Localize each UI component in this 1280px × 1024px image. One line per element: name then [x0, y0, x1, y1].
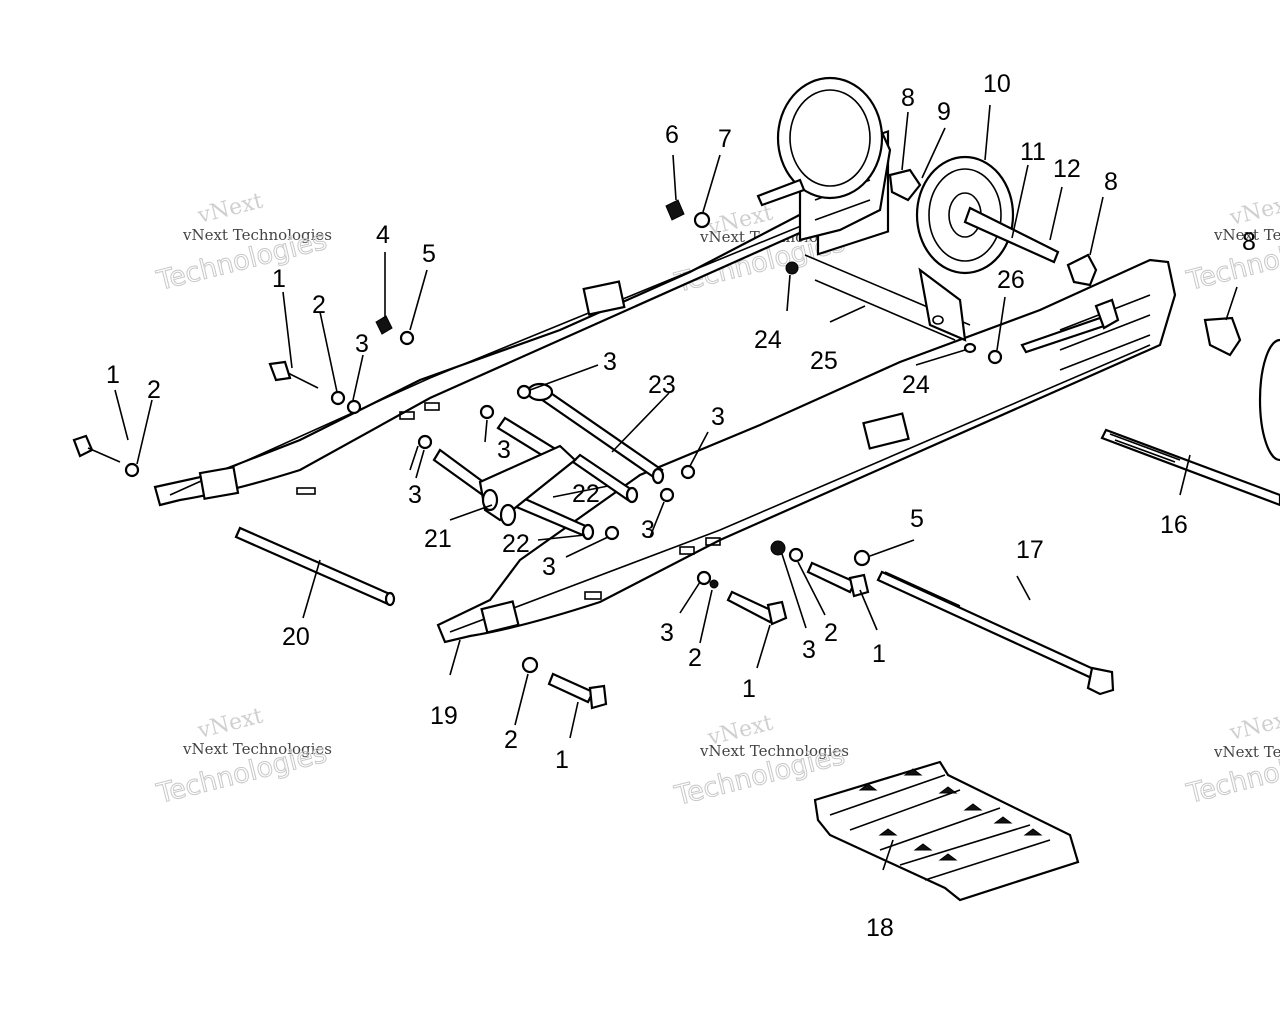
- watermark-text-vnext: vNext: [1226, 706, 1280, 746]
- track-section-18: [813, 760, 1080, 902]
- part-label: 5: [422, 240, 436, 268]
- rail-block: [480, 600, 520, 634]
- part-label: 4: [376, 221, 390, 249]
- part-label: 16: [1160, 511, 1188, 539]
- watermark-top-left: vNext vNext Technologies Technologies: [153, 189, 332, 298]
- part-label: 19: [430, 702, 458, 730]
- pivot-arm-assembly: [432, 382, 665, 541]
- part-label: 2: [504, 726, 518, 754]
- part-label: 9: [937, 98, 951, 126]
- part-label: 24: [902, 371, 930, 399]
- part-label: 2: [824, 619, 838, 647]
- part-label: 3: [641, 516, 655, 544]
- part-label: 3: [355, 330, 369, 358]
- part-label: 25: [810, 347, 838, 375]
- part-label: 8: [1104, 168, 1118, 196]
- part-label: 22: [572, 480, 600, 508]
- watermark-text-company: vNext Technologies: [699, 742, 849, 760]
- part-label: 23: [648, 371, 676, 399]
- rail-block: [582, 280, 626, 316]
- part-label: 26: [997, 266, 1025, 294]
- part-label: 3: [497, 436, 511, 464]
- part-label: 8: [901, 84, 915, 112]
- watermark-text-vnext: vNext: [1226, 191, 1280, 231]
- idler-wheel-10: [915, 155, 1015, 275]
- part-label: 3: [603, 348, 617, 376]
- part-label: 3: [542, 553, 556, 581]
- leader-lines: [114, 104, 1238, 871]
- watermark-text-vnext: vNext: [194, 704, 265, 744]
- rear-wheel: [776, 76, 884, 200]
- part-label: 8: [1242, 228, 1256, 256]
- part-label: 17: [1016, 536, 1044, 564]
- part-label: 6: [665, 121, 679, 149]
- part-label: 1: [555, 746, 569, 774]
- part-label: 22: [502, 530, 530, 558]
- part-label: 7: [718, 125, 732, 153]
- part-label: 24: [754, 326, 782, 354]
- rail-block: [198, 465, 240, 501]
- part-label: 3: [711, 403, 725, 431]
- part-label: 21: [424, 525, 452, 553]
- part-label: 10: [983, 70, 1011, 98]
- watermark-text-vnext: vNext: [194, 189, 265, 229]
- shaft-16: [1100, 428, 1280, 507]
- part-label: 1: [742, 675, 756, 703]
- part-label: 3: [802, 636, 816, 664]
- part-label: 1: [272, 265, 286, 293]
- watermark-bottom-left: vNext vNext Technologies Technologies: [153, 704, 332, 811]
- part-label: 11: [1020, 138, 1046, 166]
- watermark-bottom-right: vNext vNext Technologies Technologies: [1183, 706, 1280, 811]
- part-label: 1: [106, 361, 120, 389]
- rail-block: [862, 412, 910, 450]
- bolt-17: [876, 570, 1115, 696]
- watermark-text-company: vNext Technologies: [182, 740, 332, 758]
- part-label: 2: [147, 376, 161, 404]
- part-label: 12: [1053, 155, 1081, 183]
- watermark-text-company: vNext Technologies: [182, 226, 332, 244]
- part-label: 2: [312, 291, 326, 319]
- part-labels: 1 2 1 2 3 4 5 3 3 3 3 23 3 21 22 22 3 3 …: [106, 70, 1256, 942]
- part-label: 18: [866, 914, 894, 942]
- part-label: 3: [660, 619, 674, 647]
- hardware: [72, 178, 1120, 710]
- watermark-text-company: vNext Technologies: [1213, 226, 1280, 244]
- crossbar-20: [234, 526, 396, 607]
- part-label: 3: [408, 481, 422, 509]
- part-label: 1: [872, 640, 886, 668]
- rear-axle-assembly: [776, 76, 1280, 462]
- part-label: 5: [910, 505, 924, 533]
- part-label: 20: [282, 623, 310, 651]
- watermark-top-right: vNext vNext Technologies Technologies: [1183, 191, 1280, 298]
- part-label: 2: [688, 644, 702, 672]
- watermark-text-company: vNext Technologies: [1213, 743, 1280, 761]
